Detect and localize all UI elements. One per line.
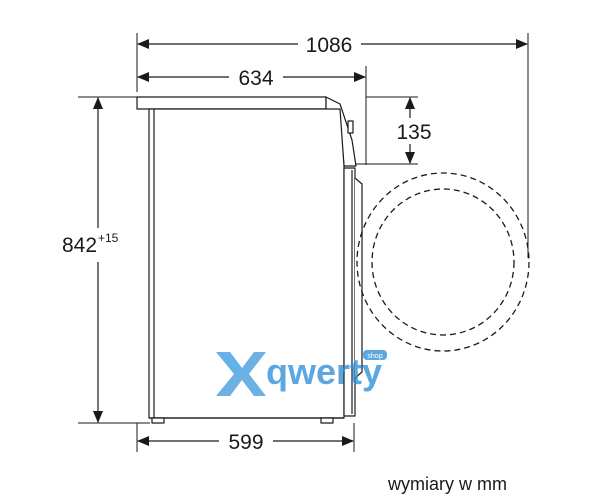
door-profile [354, 177, 363, 379]
door-swing-inner [371, 188, 515, 336]
dimension-842: 842 +15 [62, 97, 119, 423]
control-knob [347, 120, 354, 134]
extension-lines [78, 33, 529, 452]
dimension-634: 634 [137, 67, 366, 90]
foot-right [320, 417, 334, 424]
dimension-599: 599 [137, 431, 354, 454]
watermark-badge-bg [363, 350, 387, 360]
dim-label-135: 135 [396, 121, 431, 144]
dim-label-842: 842 [62, 234, 97, 257]
dim-label-599: 599 [228, 431, 263, 454]
foot-left [151, 417, 165, 424]
washing-machine-side-view [136, 96, 363, 424]
dim-label-842-tolerance: +15 [98, 231, 119, 245]
machine-top-panel [136, 96, 327, 110]
watermark-badge: shop [367, 353, 382, 360]
door-swing-outer [356, 172, 530, 352]
watermark: qwerty shop [216, 350, 387, 396]
dimension-135: 135 [396, 97, 432, 164]
x-logo-icon [216, 352, 266, 396]
units-note: wymiary w mm [387, 474, 507, 494]
dimension-1086: 1086 [137, 34, 528, 57]
dim-label-634: 634 [238, 67, 273, 90]
dim-label-1086: 1086 [306, 34, 353, 57]
watermark-text: qwerty [266, 351, 382, 392]
door-swing-circle [356, 172, 530, 352]
